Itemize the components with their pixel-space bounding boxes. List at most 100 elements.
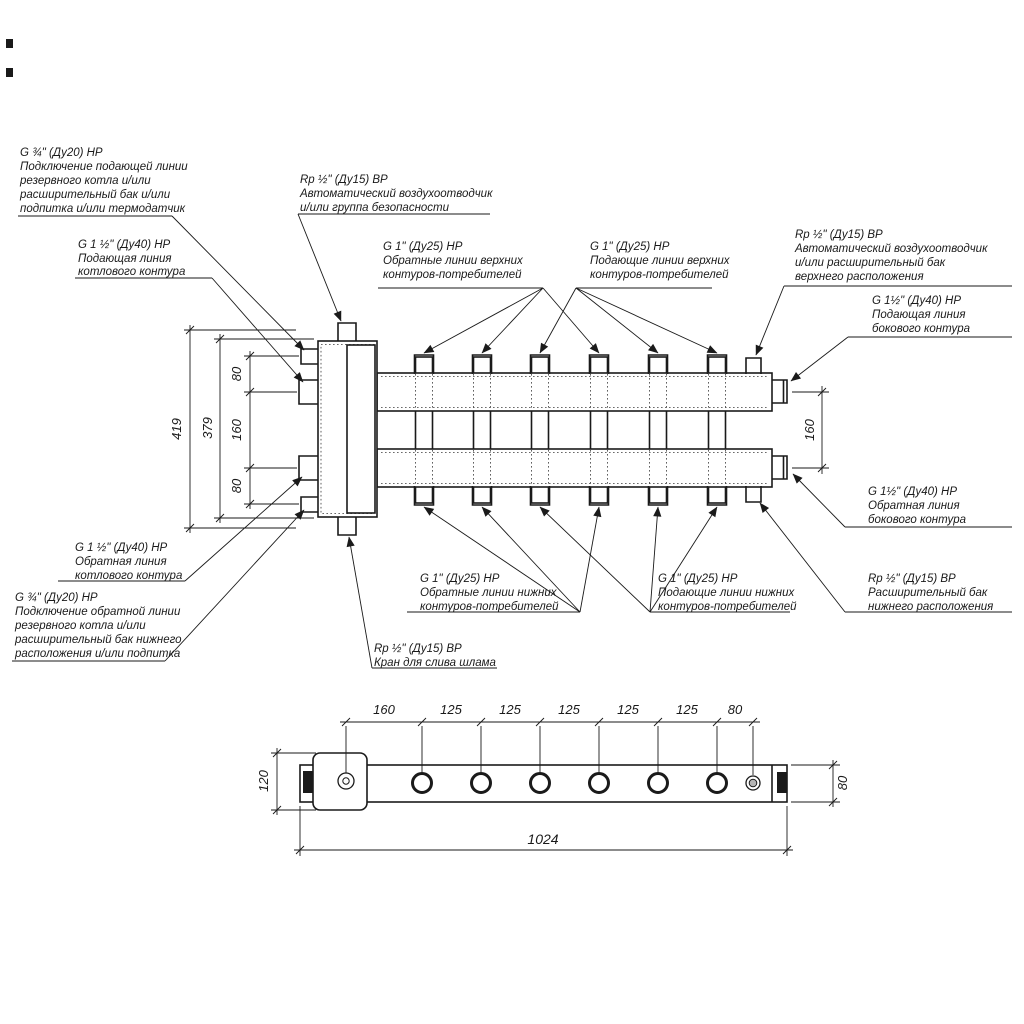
front-dimensions: 419 379 80 160 80 160 — [169, 325, 829, 533]
label-line: котлового контура — [75, 570, 182, 582]
dim-tick — [245, 351, 255, 509]
dim-tick — [215, 334, 225, 523]
label-side-return: G 1½" (Ду40) НР Обратная линия бокового … — [868, 486, 966, 526]
label-air-vent-left: Rp ½" (Ду15) ВР Автоматический воздухоот… — [299, 174, 493, 214]
callout-labels: G ¾" (Ду20) НР Подключение подающей лини… — [14, 147, 993, 669]
dim-text-body-height: 379 — [200, 417, 215, 439]
label-line: резервного котла и/или — [19, 175, 151, 187]
label-line: Rp ½" (Ду15) ВР — [300, 174, 388, 186]
label-line: Подающая линия — [78, 253, 172, 265]
label-upper-supply: G 1" (Ду25) НР Подающие линии верхних ко… — [590, 241, 731, 281]
label-line: Расширительный бак — [868, 587, 988, 599]
label-line: G 1 ½" (Ду40) НР — [78, 239, 171, 251]
lower-port — [706, 486, 728, 506]
boiler-return-port — [298, 455, 318, 481]
label-line: резервного котла и/или — [14, 620, 146, 632]
front-view: 419 379 80 160 80 160 — [12, 147, 1012, 669]
leader-boiler-return — [184, 476, 303, 582]
label-line: Подающая линия — [872, 309, 966, 321]
leader-upper-return — [542, 287, 600, 354]
side-circuit-ports — [772, 379, 788, 480]
dim-text-spacing: 160 — [373, 702, 395, 717]
label-line: Подключение обратной линии — [15, 606, 181, 618]
label-lower-supply: G 1" (Ду25) НР Подающие линии нижних кон… — [658, 573, 797, 613]
dim-text-left-height: 120 — [256, 769, 271, 791]
label-line: контуров-потребителей — [420, 601, 559, 613]
label-line: верхнего расположения — [795, 271, 924, 283]
return-beam — [376, 448, 773, 488]
dim-tick — [817, 387, 827, 473]
label-line: нижнего расположения — [868, 601, 993, 613]
port-circle — [470, 772, 492, 794]
leader-lines — [164, 213, 849, 669]
separator-port-inner — [342, 777, 350, 785]
boiler-supply-port — [298, 379, 318, 405]
air-vent-port-right — [745, 357, 762, 374]
upper-circuit-ports — [413, 354, 728, 374]
label-line: Обратная линия — [868, 500, 960, 512]
port-circle — [706, 772, 728, 794]
label-line: Подающие линии нижних — [658, 587, 795, 599]
label-line: бокового контура — [872, 323, 970, 335]
lower-port — [647, 486, 669, 506]
dim-tick — [185, 325, 195, 533]
leader-side-return — [792, 473, 846, 528]
leader-reserve-supply — [171, 215, 305, 351]
label-line: G 1" (Ду25) НР — [658, 573, 738, 585]
dim-tick — [828, 760, 838, 807]
label-line: G 1 ½" (Ду40) НР — [75, 542, 168, 554]
separator-top-port — [337, 322, 357, 341]
label-line: Rp ½" (Ду15) ВР — [374, 643, 462, 655]
hydraulic-separator — [298, 322, 378, 536]
label-line: расширительный бак и/или — [19, 189, 171, 201]
left-end-cap — [303, 771, 313, 793]
label-line: G 1" (Ду25) НР — [420, 573, 500, 585]
reserve-return-port — [300, 496, 318, 513]
upper-port — [471, 354, 493, 374]
label-line: и/или расширительный бак — [795, 257, 946, 269]
label-line: подпитка и/или термодатчик — [20, 203, 186, 215]
right-end-cap — [777, 772, 787, 793]
label-line: Обратные линии верхних — [383, 255, 524, 267]
leader-upper-supply — [575, 287, 659, 354]
label-line: Подающие линии верхних — [590, 255, 731, 267]
leader-lower-supply — [539, 506, 651, 613]
dim-text-chain-mid: 160 — [229, 418, 244, 440]
lower-port — [588, 486, 610, 506]
upper-port — [706, 354, 728, 374]
label-reserve-return: G ¾" (Ду20) НР Подключение обратной лини… — [14, 592, 182, 660]
label-drain: Rp ½" (Ду15) ВР Кран для слива шлама — [374, 643, 496, 669]
label-line: Кран для слива шлама — [374, 657, 496, 669]
label-upper-return: G 1" (Ду25) НР Обратные линии верхних ко… — [383, 241, 524, 281]
label-line: расширительный бак нижнего — [14, 634, 182, 646]
upper-port — [588, 354, 610, 374]
leader-upper-return — [423, 287, 544, 354]
plan-dim-left: 120 — [256, 748, 316, 815]
label-line: расположения и/или подпитка — [14, 648, 180, 660]
leader-upper-return — [481, 287, 544, 354]
label-shelves — [12, 213, 1012, 669]
leader-upper-supply — [539, 287, 577, 354]
supply-beam — [376, 372, 773, 412]
label-line: Rp ½" (Ду15) ВР — [868, 573, 956, 585]
leader-lower-supply — [649, 506, 662, 613]
frame-marks — [6, 39, 13, 77]
leader-air-vent-right — [755, 285, 785, 356]
dim-text-chain-bottom: 80 — [229, 478, 244, 493]
port-circle — [529, 772, 551, 794]
dim-text-spacing: 80 — [728, 702, 743, 717]
leader-drain — [346, 536, 373, 669]
lower-port — [471, 486, 493, 506]
dim-text-spacing: 125 — [676, 702, 698, 717]
plan-dim-chain: 160 125 125 125 125 125 80 — [340, 702, 760, 775]
leader-lower-return — [579, 506, 602, 613]
leader-air-vent-left — [297, 213, 342, 322]
leader-lower-return — [423, 506, 581, 613]
expansion-port-lower-right — [745, 486, 762, 503]
label-side-supply: G 1½" (Ду40) НР Подающая линия бокового … — [872, 295, 970, 335]
dim-text-side-spacing: 160 — [802, 418, 817, 440]
label-line: бокового контура — [868, 514, 966, 526]
label-line: контуров-потребителей — [590, 269, 729, 281]
label-boiler-supply: G 1 ½" (Ду40) НР Подающая линия котловог… — [78, 239, 185, 278]
